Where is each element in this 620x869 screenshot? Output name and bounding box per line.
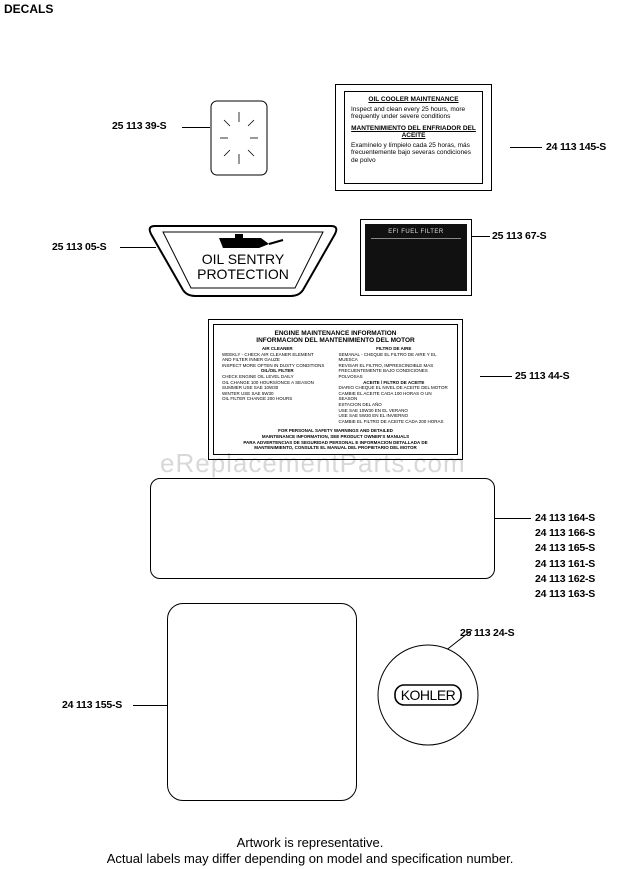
maint-right-line: FRECUENTEMENTE BAJO CONDICIONES POLVOSAS xyxy=(338,368,428,379)
decal-blank-wide xyxy=(150,478,495,579)
maint-right-line: REVISAR EL FILTRO, IMPRESCINDIBLE MAS xyxy=(338,362,434,368)
maint-left-column: AIR CLEANER WEEKLY - CHECK AIR CLEANER E… xyxy=(222,346,333,424)
oil-cooler-body-es: Examínelo y límpielo cada 25 horas, más … xyxy=(351,141,471,164)
page-title: DECALS xyxy=(4,2,54,16)
maint-left-line: OIL FILTER CHANGE 200 HOURS xyxy=(222,396,293,402)
part-number-24-113-145: 24 113 145-S xyxy=(546,141,607,153)
footer-line1: Artwork is representative. xyxy=(236,835,384,850)
maint-footer-line: MANTENIMIENTO, CONSULTE EL MANUAL DEL PR… xyxy=(254,445,417,451)
decal-oil-cooler-maintenance: OIL COOLER MAINTENANCE Inspect and clean… xyxy=(335,84,492,191)
maint-right-line: USE SAE 10W30 EN EL VERANO xyxy=(338,407,408,413)
maint-footer: FOR PERSONAL SAFETY WARNINGS AND DETAILE… xyxy=(214,428,457,450)
part-number-24-113-155: 24 113 155-S xyxy=(62,699,123,711)
decal-blank-large xyxy=(167,603,357,801)
efi-fuel-filter-label: EFI FUEL FILTER xyxy=(388,229,444,235)
maint-right-column: FILTRO DE AIRE SEMANAL - CHEQUE EL FILTR… xyxy=(339,346,450,424)
decal-kohler-badge xyxy=(377,644,479,746)
part-number-25-113-24: 25 113 24-S xyxy=(460,627,515,639)
kohler-logo-text: KOHLER xyxy=(400,687,456,703)
maint-left-title: AIR CLEANER xyxy=(261,346,293,351)
part-number-25-113-05: 25 113 05-S xyxy=(52,241,107,253)
part-number-list-wide-decal: 24 113 164-S 24 113 166-S 24 113 165-S 2… xyxy=(535,511,595,602)
leader-line xyxy=(495,518,531,519)
watermark: eReplacementParts.com xyxy=(160,448,466,478)
maint-right-line: DIARIO CHEQUE EL NIVEL DE ACEITE DEL MOT… xyxy=(338,385,448,391)
maint-footer-line: MAINTENANCE INFORMATION, SEE PRODUCT OWN… xyxy=(261,433,410,439)
oil-cooler-body-en: Inspect and clean every 25 hours, more f… xyxy=(351,105,466,121)
maint-left-line: AND FILTER INNER GAUZE xyxy=(222,357,280,363)
leader-line xyxy=(510,147,542,148)
maint-right-line: CAMBIE EL FILTRO DE ACEITE CADA 200 HORA… xyxy=(338,418,444,424)
maint-right-title: FILTRO DE AIRE xyxy=(376,346,412,351)
part-number: 24 113 163-S xyxy=(535,588,596,601)
maint-right-line: ACEITE / FILTRO DE ACEITE xyxy=(363,379,425,385)
maint-left-line: SUMMER USE SAE 10W30 xyxy=(222,385,279,391)
part-number-25-113-44: 25 113 44-S xyxy=(515,370,570,382)
leader-line xyxy=(480,376,512,377)
maint-left-line: WEEKLY - CHECK AIR CLEANER ELEMENT xyxy=(222,351,314,357)
maint-left-line: OIL/OIL FILTER xyxy=(260,368,294,374)
decal-oil-sentry-shape xyxy=(148,225,338,297)
maint-right-line: CAMBIE EL ACEITE CADA 100 HORAS O UN SEA… xyxy=(338,390,432,402)
maint-left-line: INSPECT MORE OFTEN IN DUSTY CONDITIONS xyxy=(222,362,325,368)
leader-line xyxy=(472,236,490,237)
leader-line xyxy=(182,127,210,128)
part-number: 24 113 165-S xyxy=(535,542,596,555)
oil-can-icon xyxy=(219,234,284,248)
maint-left-line: OIL CHANGE 100 HOURS/ONCE A SEASON xyxy=(222,379,314,385)
part-number: 24 113 164-S xyxy=(535,512,596,524)
oil-sentry-line1: OIL SENTRY xyxy=(201,251,285,267)
part-number: 24 113 161-S xyxy=(535,557,596,570)
oil-sentry-line2: PROTECTION xyxy=(197,266,289,282)
part-number-25-113-67: 25 113 67-S xyxy=(492,230,547,242)
maint-left-line: CHECK ENGINE OIL LEVEL DAILY xyxy=(222,373,294,379)
maint-footer-line: PARA ADVERTENCIAS DE SEGURIDAD PERSONAL … xyxy=(243,439,428,445)
maint-heading1: ENGINE MAINTENANCE INFORMATION xyxy=(274,330,397,337)
part-number: 24 113 162-S xyxy=(535,572,596,585)
leader-line xyxy=(120,247,156,248)
maint-right-line: USE SAE 5W30 EN EL INVIERNO xyxy=(338,413,409,419)
decal-blank-small xyxy=(210,100,268,176)
maint-right-line: ESTACION DEL AÑO xyxy=(338,401,382,407)
part-number: 24 113 166-S xyxy=(535,527,596,540)
maint-right-line: SEMANAL - CHEQUE EL FILTRO DE AIRE Y EL … xyxy=(338,351,437,363)
decal-efi-fuel-filter: EFI FUEL FILTER xyxy=(360,219,472,296)
maint-footer-line: FOR PERSONAL SAFETY WARNINGS AND DETAILE… xyxy=(278,428,393,434)
oil-cooler-heading-es: MANTENIMIENTO DEL ENFRIADOR DEL ACEITE xyxy=(351,124,476,140)
leader-line xyxy=(133,705,167,706)
oil-cooler-heading-en: OIL COOLER MAINTENANCE xyxy=(368,96,459,103)
footer-line2: Actual labels may differ depending on mo… xyxy=(106,851,514,866)
decal-engine-maintenance-info: ENGINE MAINTENANCE INFORMATION INFORMACI… xyxy=(208,319,463,460)
kohler-logo-frame xyxy=(394,684,462,706)
maint-heading2: INFORMACION DEL MANTENIMIENTO DEL MOTOR xyxy=(256,337,415,344)
part-number-25-113-39: 25 113 39-S xyxy=(112,120,167,132)
maint-left-line: WINTER USE SAE 5W30 xyxy=(222,390,274,396)
